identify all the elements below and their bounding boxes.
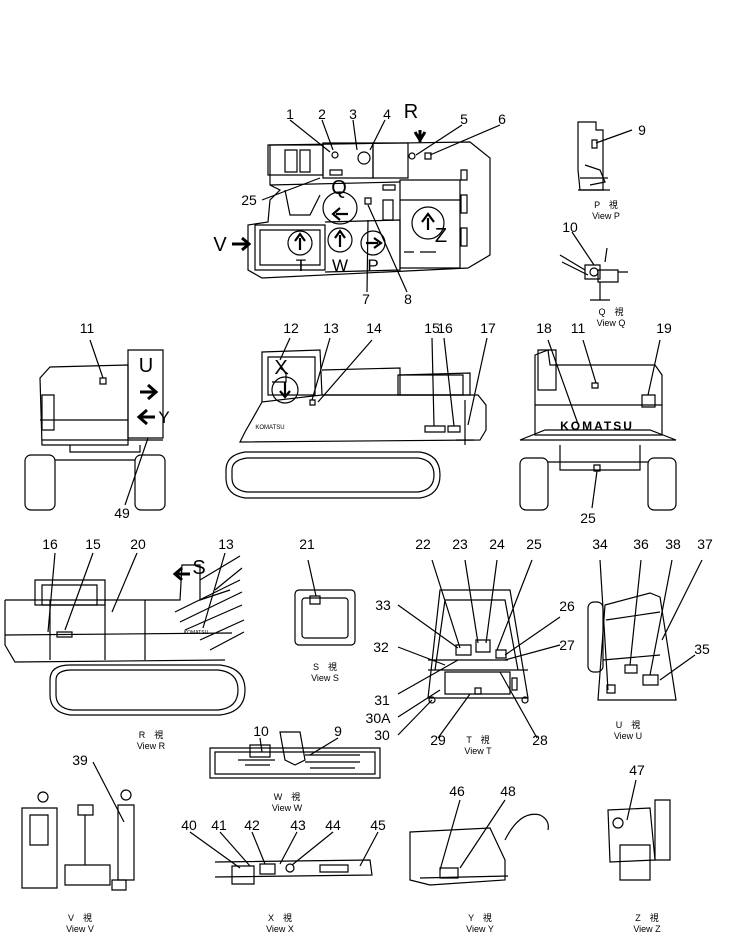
view-letter-p: P <box>367 256 379 275</box>
view-x-drawing <box>190 832 378 884</box>
callout: 21 <box>299 536 315 552</box>
callout: 45 <box>370 817 386 833</box>
callout: 28 <box>532 732 548 748</box>
callout: 8 <box>404 291 412 307</box>
view-v-drawing <box>22 762 134 890</box>
callout: 1 <box>286 106 294 122</box>
callout: 14 <box>366 320 382 336</box>
callout: 13 <box>323 320 339 336</box>
callout: 24 <box>489 536 505 552</box>
view-s-drawing <box>295 560 355 645</box>
view-letter-v: V <box>213 234 227 256</box>
side-view <box>226 338 487 498</box>
callout: 39 <box>72 752 88 768</box>
view-z-drawing <box>608 780 670 880</box>
callout: 18 <box>536 320 552 336</box>
view-letter-s: S <box>192 557 206 579</box>
view-letter-r: R <box>403 101 419 123</box>
view-u-drawing <box>588 560 702 700</box>
callout: 34 <box>592 536 608 552</box>
callout: 13 <box>218 536 234 552</box>
callout: 25 <box>241 192 257 208</box>
callout: 20 <box>130 536 146 552</box>
view-w-drawing <box>210 732 380 778</box>
callout: 16 <box>437 320 453 336</box>
komatsu-rear-decal: KOMATSU <box>560 419 634 433</box>
view-letter-q: Q <box>331 177 347 199</box>
callout: 26 <box>559 598 575 614</box>
callout: 4 <box>383 106 391 122</box>
callout: 11 <box>570 320 586 336</box>
callout: 2 <box>318 106 326 122</box>
callout: 44 <box>325 817 341 833</box>
callout: 41 <box>211 817 227 833</box>
view-letter-z: Z <box>434 225 448 247</box>
callout: 30 <box>374 727 390 743</box>
callout: 48 <box>500 783 516 799</box>
callout: 22 <box>415 536 431 552</box>
callout: 15 <box>424 320 440 336</box>
rear-left-view <box>25 340 165 510</box>
callout: 5 <box>460 111 468 127</box>
callout: 10 <box>253 723 269 739</box>
callout: 27 <box>559 637 575 653</box>
callout: 7 <box>362 291 370 307</box>
view-letter-x: X <box>274 357 288 379</box>
callout: 25 <box>526 536 542 552</box>
callout: 33 <box>375 597 391 613</box>
view-t-drawing <box>398 560 560 738</box>
view-p-drawing <box>578 122 632 190</box>
view-letter-t: T <box>295 256 307 275</box>
view-y-drawing <box>410 800 548 885</box>
komatsu-side-decal: KOMATSU <box>255 425 285 431</box>
callout: 47 <box>629 762 645 778</box>
callout: 38 <box>665 536 681 552</box>
callout: 36 <box>633 536 649 552</box>
callout: 37 <box>697 536 713 552</box>
komatsu-small-decal: KOMATSU <box>183 630 209 636</box>
view-letter-w: W <box>331 256 349 275</box>
callout: 12 <box>283 320 299 336</box>
callout: 35 <box>694 641 710 657</box>
callout: 9 <box>334 723 342 739</box>
callout: 6 <box>498 111 506 127</box>
rear-right-view <box>520 340 676 510</box>
callout: 10 <box>562 219 578 235</box>
callout: 46 <box>449 783 465 799</box>
callout: 40 <box>181 817 197 833</box>
callout: 11 <box>79 320 95 336</box>
callout: 17 <box>480 320 496 336</box>
view-q-drawing <box>560 232 628 300</box>
callout: 31 <box>374 692 390 708</box>
callout: 23 <box>452 536 468 552</box>
callout: 29 <box>430 732 446 748</box>
callout: 19 <box>656 320 672 336</box>
callout: 25 <box>580 510 596 526</box>
callout: 3 <box>349 106 357 122</box>
callout: 42 <box>244 817 260 833</box>
top-plan-view <box>232 120 500 292</box>
view-letter-u: U <box>138 355 154 377</box>
callout: 43 <box>290 817 306 833</box>
view-r-drawing <box>5 553 245 715</box>
callout: 15 <box>85 536 101 552</box>
callout: 49 <box>114 505 130 521</box>
callout: 32 <box>373 639 389 655</box>
callout: 16 <box>42 536 58 552</box>
view-letter-y: Y <box>158 408 170 427</box>
callout: 9 <box>638 122 646 138</box>
callout: 30A <box>365 710 391 726</box>
